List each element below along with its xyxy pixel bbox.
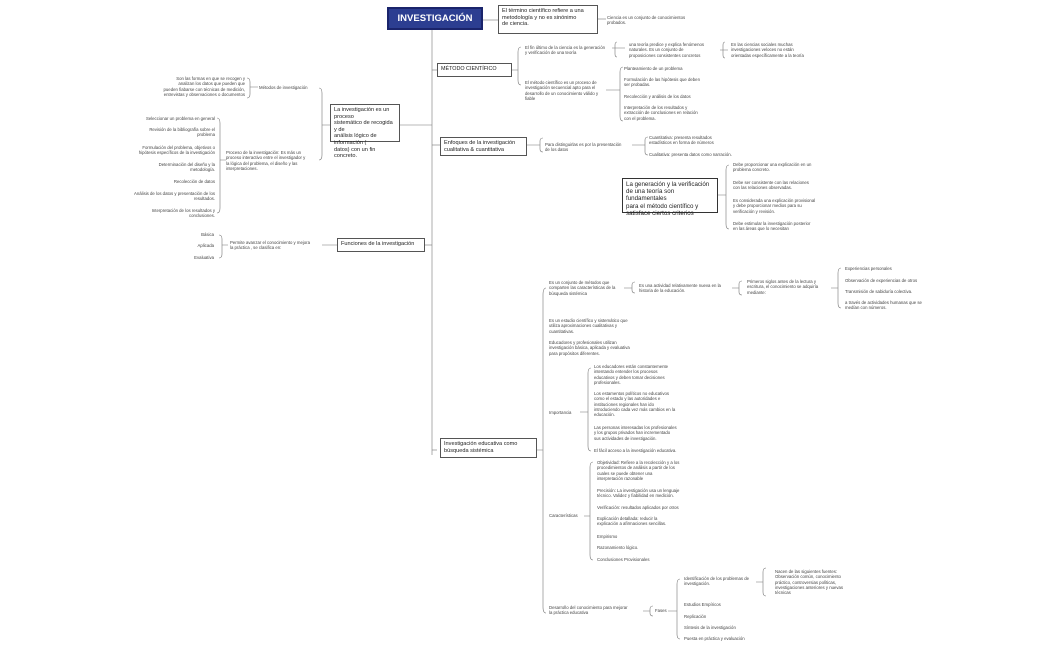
educativa-educadores: Educadores y profesionales utilizan inve… [549,340,630,356]
criterio: Debe ser consistente con las relaciones … [733,180,809,191]
metodo-paso: Interpretación de los resultados y extra… [624,105,698,121]
metodos-desc: Son las formas en que se recogen y anali… [163,76,245,97]
proceso-paso: Revisión de la bibliografía sobre el pro… [149,127,215,138]
definition-note: Ciencia es un conjunto de conocimientos … [607,15,686,26]
metodo-teoria: una teoría predice y explica fenómenos n… [629,42,705,58]
caracteristica: Empirismo [597,534,618,539]
proceso-paso: Análisis de los datos y presentación de … [134,191,215,202]
fases-fuentes: Nacen de las siguientes fuentes: Observa… [775,569,844,596]
caracteristicas-label: Características [549,513,578,518]
proceso-desc: Proceso de la investigación: Es más un p… [226,150,306,171]
root-node[interactable]: INVESTIGACIÓN [387,7,483,30]
caracteristica: Razonamiento lógico. [597,545,639,550]
criterio: Es considerada una explicación provision… [733,198,816,214]
metodo-paso: Formulación de las hipótesis que deben s… [624,77,700,88]
educativa-estudio: Es un estudio científico y sistemático q… [549,318,628,334]
caracteristica: Precisión: La investigación usa un lengu… [597,488,680,499]
fase: Síntesis de la investigación [684,625,736,630]
enfoques-cuantitativa: Cuantitativa: presenta resultados estadí… [649,135,714,146]
caracteristica: Objetividad: Refiere a la recolección y … [597,460,680,481]
proceso-paso: Recolección de datos [173,179,215,184]
enfoques-desc: Para distinguirlas es por la presentació… [545,142,622,153]
metodos-label: Métodos de investigación [259,85,308,90]
caracteristica: Explicación detallada: reducir la explic… [597,516,667,527]
metodo-sociales: En las ciencias sociales muchas investig… [731,42,804,58]
funcion-tipo: Evaluativa [194,255,214,260]
fase: Puesta en práctica y evaluación [684,636,745,641]
enfoques-cualitativa: Cualitativa: presenta datos como narraci… [649,152,732,157]
educativa-node[interactable]: Investigación educativa como búsqueda si… [440,438,537,458]
educativa-conjunto: Es un conjunto de métodos que comparten … [549,280,616,296]
educativa-desarrollo: Desarrollo del conocimiento para mejorar… [549,605,628,616]
importancia-item: Los estamentos políticos no educativos c… [594,391,676,418]
fase: Estudios Empíricos [684,602,721,607]
proceso-paso: Formulación del problema, objetivos o hi… [138,145,215,156]
proceso-paso: Determinación del diseño y la metodologí… [158,162,215,173]
metodo-paso: Recolección y análisis de los datos [624,94,691,99]
criterio: Debe proporcionar una explicación en un … [733,162,812,173]
funcion-tipo: Aplicada [197,243,214,248]
funciones-node[interactable]: Funciones de la investigación [337,238,425,252]
educativa-medio: Transmisión de sabiduría colectiva. [845,289,913,294]
educativa-medio: a través de actividades humanas que se m… [845,300,922,311]
fase: Identificación de los problemas de inves… [684,576,749,587]
criterio: Debe estimular la investigación posterio… [733,221,811,232]
metodo-paso: Planteamiento de un problema [624,66,683,71]
funciones-desc: Permite avanzar el conocimiento y mejora… [230,240,311,251]
fase: Replicación [684,614,707,619]
importancia-item: Las personas interesadas los profesional… [594,425,677,441]
metodo-cientifico-node[interactable]: MÉTODO CIENTÍFICO [437,63,512,77]
proceso-paso: Seleccionar un problema en general [145,116,215,121]
fases-label: Fases [655,608,667,613]
metodo-fin: El fin último de la ciencia es la genera… [525,45,606,56]
educativa-medio: Experiencias personales [845,266,892,271]
proceso-sistematico-node[interactable]: La investigación es un proceso sistemáti… [330,104,400,159]
enfoques-node[interactable]: Enfoques de la investigación cualitativa… [440,137,527,156]
importancia-label: Importancia [549,410,572,415]
metodo-proceso: El método científico es un proceso de in… [525,80,599,101]
educativa-medio: Observación de experiencias de otros [845,278,918,283]
caracteristica: Conclusiones Provisionales [597,557,650,562]
educativa-actividad: Es una actividad relativamente nueva en … [639,283,721,294]
proceso-paso: Interpretación de los resultados y concl… [151,208,215,219]
importancia-item: El fácil acceso a la investigación educa… [594,448,677,453]
definition-node[interactable]: El término científico refiere a una meto… [498,5,598,34]
educativa-primeros: Primeros siglos antes de la lectura y es… [747,279,819,295]
caracteristica: Verificación: resultados aplicados por o… [597,505,679,510]
importancia-item: Los educadores están constantemente inte… [594,364,669,385]
funcion-tipo: Básica [201,232,214,237]
teoria-criterios-node[interactable]: La generación y la verificación de una t… [622,178,718,217]
